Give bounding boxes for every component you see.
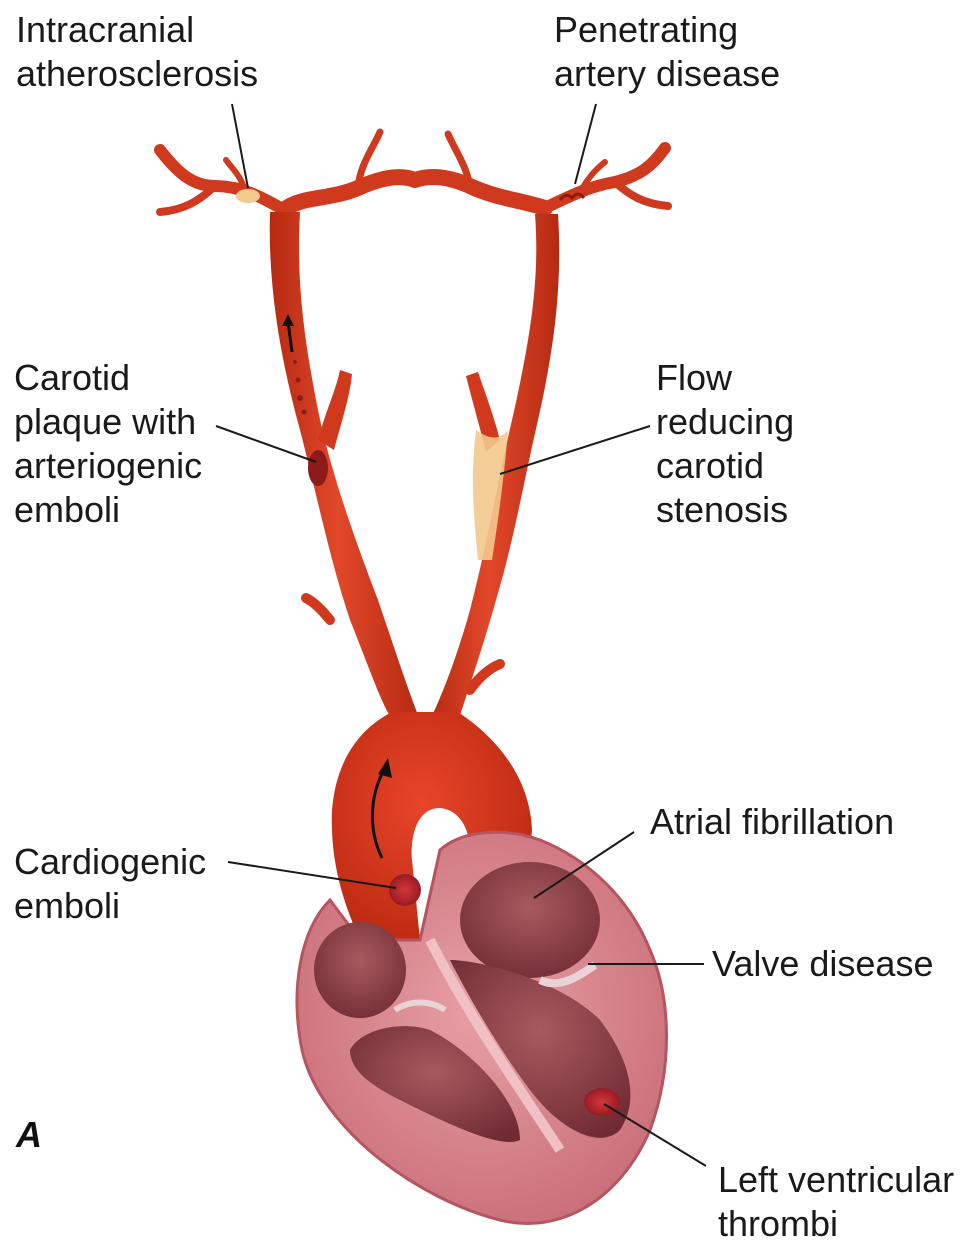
label-penetrating-artery-disease: Penetrating artery disease	[554, 8, 780, 96]
label-intracranial-atherosclerosis: Intracranial atherosclerosis	[16, 8, 258, 96]
label-line: thrombi	[718, 1202, 954, 1246]
label-line: arteriogenic	[14, 444, 202, 488]
label-valve-disease: Valve disease	[712, 942, 933, 986]
label-line: Penetrating	[554, 8, 780, 52]
label-line: reducing	[656, 400, 794, 444]
intracranial-arteries	[160, 132, 668, 212]
label-flow-reducing-stenosis: Flow reducing carotid stenosis	[656, 356, 794, 532]
label-line: Flow	[656, 356, 794, 400]
label-line: Left ventricular	[718, 1158, 954, 1202]
label-line: Cardiogenic	[14, 840, 206, 884]
label-line: Carotid	[14, 356, 202, 400]
label-line: artery disease	[554, 52, 780, 96]
label-line: atherosclerosis	[16, 52, 258, 96]
label-line: stenosis	[656, 488, 794, 532]
label-line: carotid	[656, 444, 794, 488]
label-line: Valve disease	[712, 942, 933, 986]
intracranial-plaque	[236, 189, 260, 203]
label-line: emboli	[14, 884, 206, 928]
label-line: plaque with	[14, 400, 202, 444]
label-line: Atrial fibrillation	[650, 800, 894, 844]
label-cardiogenic-emboli: Cardiogenic emboli	[14, 840, 206, 928]
label-carotid-plaque: Carotid plaque with arteriogenic emboli	[14, 356, 202, 532]
label-left-ventricular-thrombi: Left ventricular thrombi	[718, 1158, 954, 1246]
cardiogenic-embolus	[389, 874, 421, 906]
label-line: Intracranial	[16, 8, 258, 52]
label-atrial-fibrillation: Atrial fibrillation	[650, 800, 894, 844]
label-line: emboli	[14, 488, 202, 532]
panel-letter: A	[16, 1114, 42, 1156]
